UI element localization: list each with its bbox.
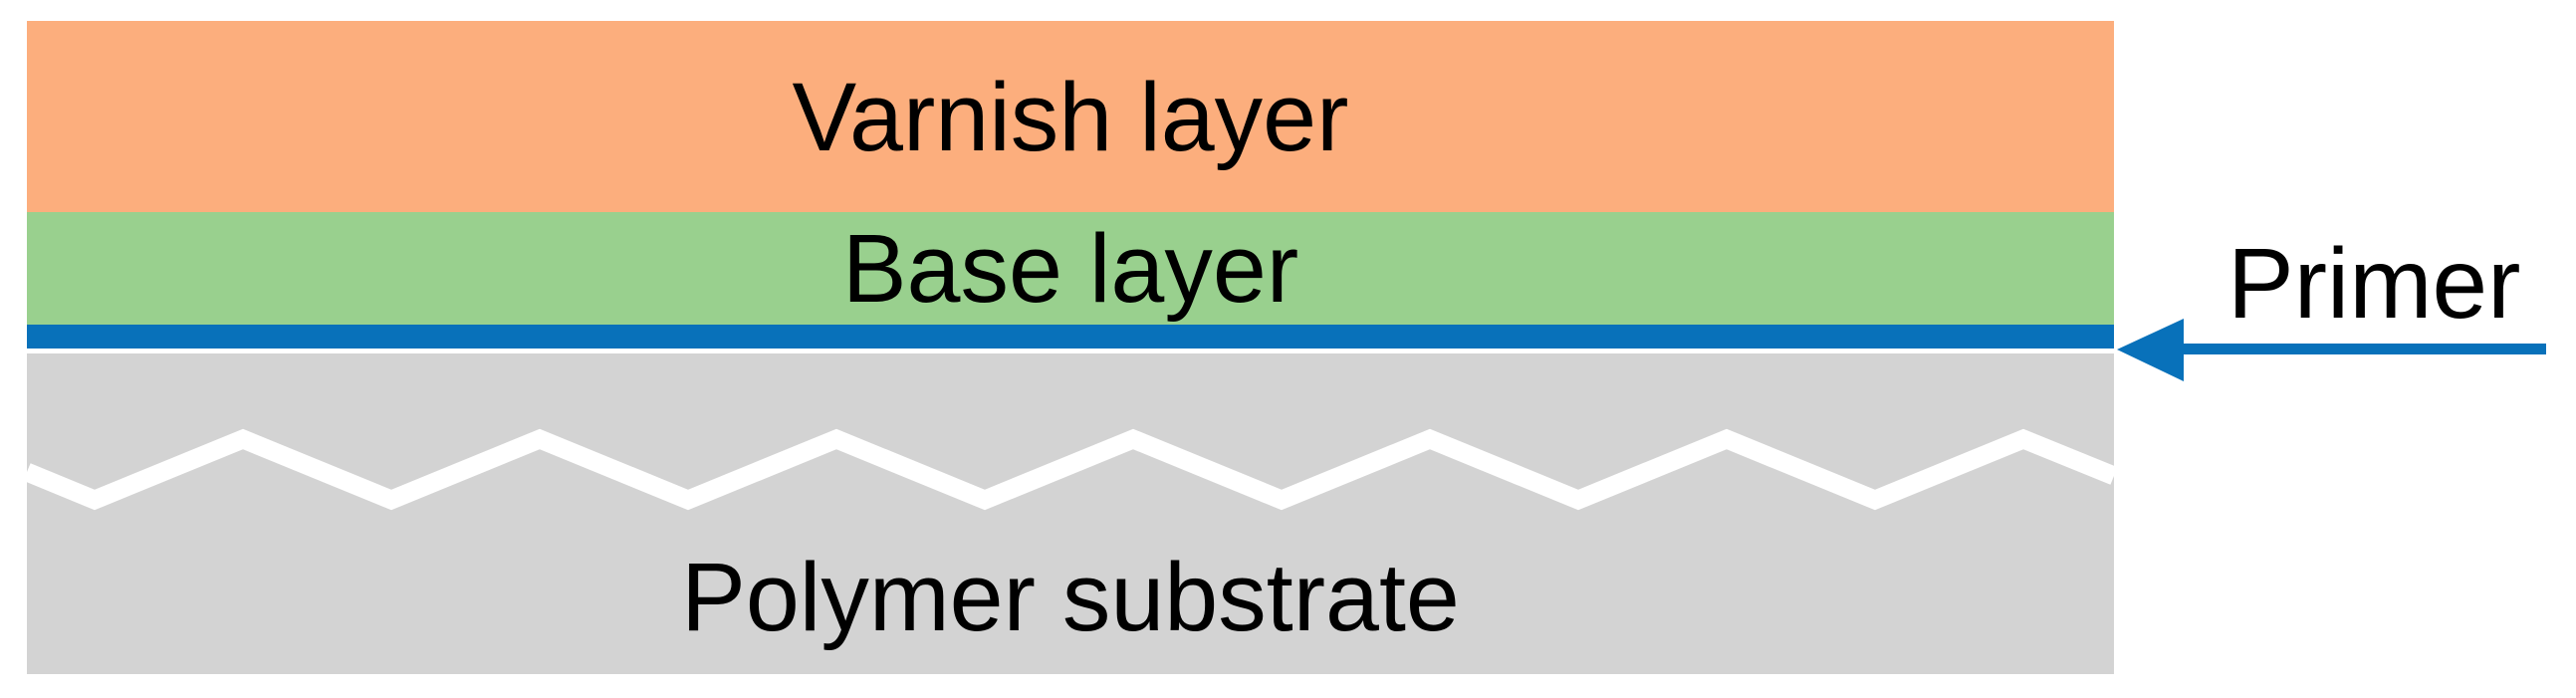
- layer-stack: Varnish layer Base layer Polymer substra…: [27, 21, 2114, 674]
- base-layer-label: Base layer: [841, 214, 1299, 323]
- base-layer-rect: Base layer: [27, 212, 2114, 325]
- substrate-layer-label: Polymer substrate: [681, 543, 1460, 651]
- primer-layer-rect: [27, 325, 2114, 349]
- primer-substrate-gap: [27, 349, 2114, 353]
- substrate-layer-rect: Polymer substrate: [27, 353, 2114, 674]
- primer-arrow-shape: [2117, 319, 2546, 381]
- varnish-layer-rect: Varnish layer: [27, 21, 2114, 212]
- substrate-break-zigzag: [27, 428, 2114, 511]
- varnish-layer-label: Varnish layer: [792, 62, 1349, 171]
- primer-annotation-label: Primer: [2227, 228, 2521, 340]
- primer-arrow: [2117, 319, 2546, 381]
- zigzag-break-line: [27, 428, 2114, 511]
